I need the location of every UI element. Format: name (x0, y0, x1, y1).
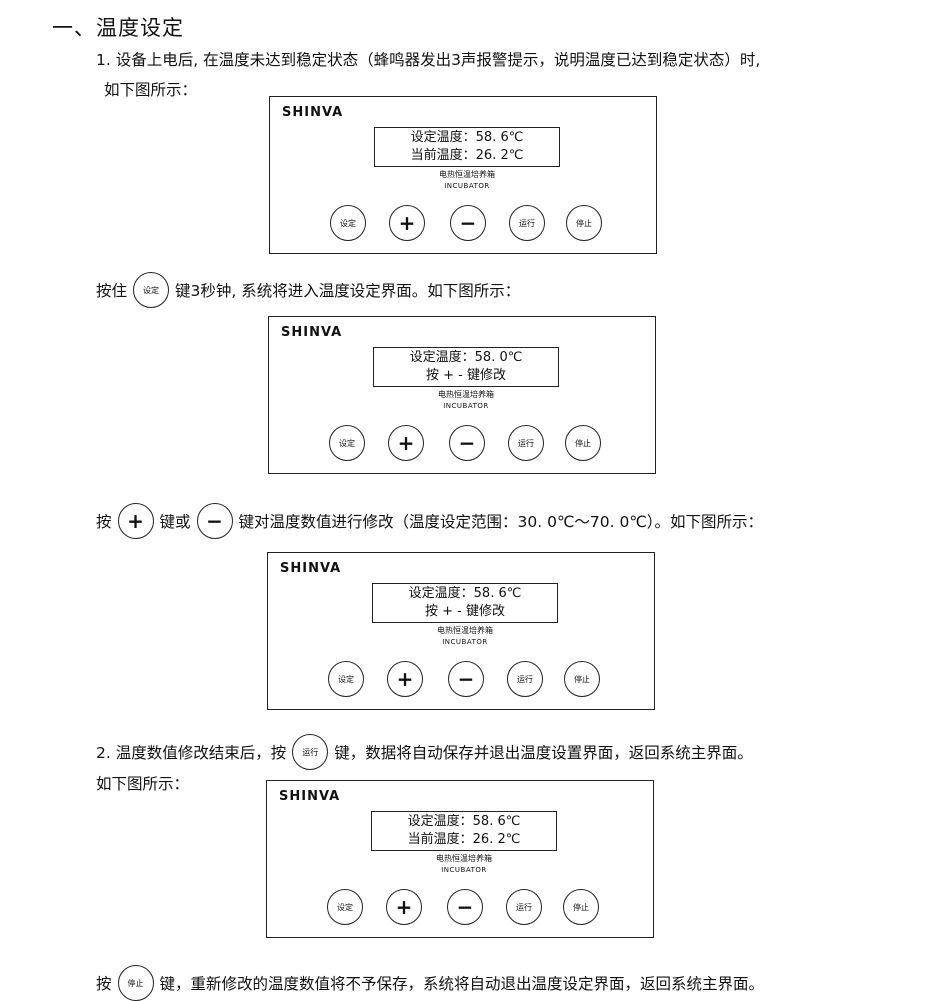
plus-key[interactable]: + (387, 661, 423, 697)
set-key[interactable]: 设定 (328, 661, 364, 697)
minus-key[interactable]: − (447, 889, 483, 925)
key-row: 设定 + − 运行 停止 (328, 661, 606, 697)
final-suffix: 键，重新修改的温度数值将不予保存，系统将自动退出温度设定界面，返回系统主界面。 (159, 975, 765, 993)
plus-key[interactable]: + (388, 425, 424, 461)
lcd-line-2: 按 + - 键修改 (425, 604, 505, 619)
inline-stop-key: 停止 (117, 965, 154, 1001)
modify-prefix: 按 (96, 513, 112, 531)
plus-key[interactable]: + (389, 205, 425, 241)
lcd-line-1: 设定温度：58. 0℃ (409, 350, 523, 365)
device-label-cn: 电热恒温培养箱 (438, 390, 494, 399)
lcd-display: 设定温度：58. 0℃ 按 + - 键修改 (373, 347, 559, 387)
stop-key[interactable]: 停止 (565, 425, 601, 461)
inline-run-key: 运行 (292, 734, 329, 770)
device-label-cn: 电热恒温培养箱 (439, 170, 495, 179)
stop-key[interactable]: 停止 (566, 205, 602, 241)
minus-key[interactable]: − (450, 205, 486, 241)
run-key[interactable]: 运行 (508, 425, 544, 461)
device-label-en: INCUBATOR (441, 866, 487, 874)
run-key[interactable]: 运行 (509, 205, 545, 241)
brand-logo: SHINVA (282, 105, 344, 120)
inline-minus-key: − (196, 503, 233, 539)
control-panel-4: SHINVA 设定温度：58. 6℃ 当前温度：26. 2℃ 电热恒温培养箱 I… (266, 780, 654, 938)
hold-suffix: 键3秒钟, 系统将进入温度设定界面。如下图所示： (175, 282, 521, 300)
inline-set-key: 设定 (133, 272, 170, 308)
lcd-line-2: 当前温度：26. 2℃ (407, 832, 521, 847)
modify-middle: 键或 (159, 513, 191, 531)
section-heading: 一、温度设定 (52, 16, 184, 40)
step2-suffix: 键，数据将自动保存并退出温度设置界面，返回系统主界面。 (334, 744, 753, 762)
run-key[interactable]: 运行 (507, 661, 543, 697)
brand-logo: SHINVA (281, 325, 343, 340)
step2-line2: 如下图所示： (96, 775, 190, 793)
minus-key[interactable]: − (449, 425, 485, 461)
lcd-line-2: 按 + - 键修改 (426, 368, 506, 383)
device-label-en: INCUBATOR (443, 402, 489, 410)
minus-key[interactable]: − (448, 661, 484, 697)
lcd-line-1: 设定温度：58. 6℃ (410, 130, 524, 145)
run-key[interactable]: 运行 (506, 889, 542, 925)
set-key[interactable]: 设定 (329, 425, 365, 461)
control-panel-1: SHINVA 设定温度：58. 6℃ 当前温度：26. 2℃ 电热恒温培养箱 I… (269, 96, 657, 254)
brand-logo: SHINVA (280, 561, 342, 576)
lcd-display: 设定温度：58. 6℃ 当前温度：26. 2℃ (374, 127, 560, 167)
device-label-cn: 电热恒温培养箱 (437, 626, 493, 635)
lcd-line-2: 当前温度：26. 2℃ (410, 148, 524, 163)
control-panel-2: SHINVA 设定温度：58. 0℃ 按 + - 键修改 电热恒温培养箱 INC… (268, 316, 656, 474)
control-panel-3: SHINVA 设定温度：58. 6℃ 按 + - 键修改 电热恒温培养箱 INC… (267, 552, 655, 710)
set-key[interactable]: 设定 (327, 889, 363, 925)
modify-suffix: 键对温度数值进行修改（温度设定范围：30. 0℃～70. 0℃）。如下图所示： (238, 513, 763, 531)
step2-instruction: 2. 温度数值修改结束后，按 运行 键，数据将自动保存并退出温度设置界面，返回系… (96, 734, 753, 770)
device-label-en: INCUBATOR (442, 638, 488, 646)
lcd-line-1: 设定温度：58. 6℃ (407, 814, 521, 829)
key-row: 设定 + − 运行 停止 (330, 205, 608, 241)
lcd-display: 设定温度：58. 6℃ 按 + - 键修改 (372, 583, 558, 623)
key-row: 设定 + − 运行 停止 (329, 425, 607, 461)
device-label-cn: 电热恒温培养箱 (436, 854, 492, 863)
stop-key[interactable]: 停止 (563, 889, 599, 925)
final-prefix: 按 (96, 975, 112, 993)
step1-line2: 如下图所示： (104, 81, 198, 99)
lcd-line-1: 设定温度：58. 6℃ (408, 586, 522, 601)
stop-key[interactable]: 停止 (564, 661, 600, 697)
set-key[interactable]: 设定 (330, 205, 366, 241)
inline-plus-key: + (117, 503, 154, 539)
brand-logo: SHINVA (279, 789, 341, 804)
hold-instruction: 按住 设定 键3秒钟, 系统将进入温度设定界面。如下图所示： (96, 272, 520, 308)
key-row: 设定 + − 运行 停止 (327, 889, 605, 925)
device-label-en: INCUBATOR (444, 182, 490, 190)
step2-prefix: 2. 温度数值修改结束后，按 (96, 744, 287, 762)
final-instruction: 按 停止 键，重新修改的温度数值将不予保存，系统将自动退出温度设定界面，返回系统… (96, 965, 764, 1001)
step1-line1: 1. 设备上电后, 在温度未达到稳定状态（蜂鸣器发出3声报警提示，说明温度已达到… (96, 51, 761, 69)
lcd-display: 设定温度：58. 6℃ 当前温度：26. 2℃ (371, 811, 557, 851)
plus-key[interactable]: + (386, 889, 422, 925)
hold-prefix: 按住 (96, 282, 128, 300)
modify-instruction: 按 + 键或 − 键对温度数值进行修改（温度设定范围：30. 0℃～70. 0℃… (96, 503, 763, 539)
